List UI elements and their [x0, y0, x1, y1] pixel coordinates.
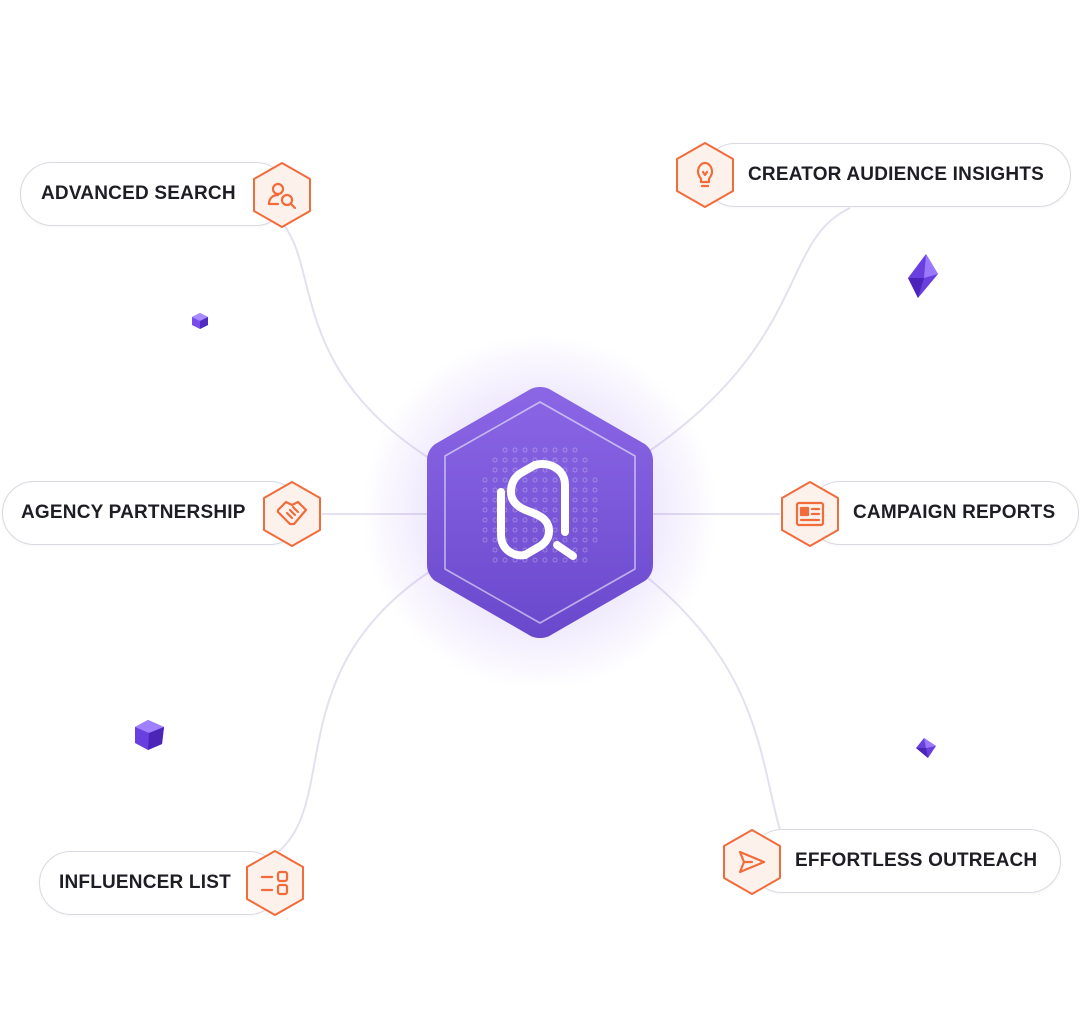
user-search-icon [250, 160, 314, 230]
connector-effortless-outreach [647, 577, 781, 831]
feature-advanced-search[interactable]: ADVANCED SEARCH [20, 162, 288, 226]
list-icon [243, 848, 307, 918]
feature-agency-partnership[interactable]: AGENCY PARTNERSHIP [2, 481, 302, 545]
cube-gem-small [192, 313, 208, 329]
crystal-gem-top-right [908, 254, 938, 298]
send-icon [720, 827, 784, 897]
feature-label: INFLUENCER LIST [59, 872, 231, 893]
feature-label: CAMPAIGN REPORTS [853, 502, 1056, 523]
feature-campaign-reports[interactable]: CAMPAIGN REPORTS [808, 481, 1079, 545]
lightbulb-icon [673, 140, 737, 210]
feature-label: AGENCY PARTNERSHIP [21, 502, 246, 523]
brand-logo-icon [497, 460, 577, 560]
crystal-gem-bottom-right [916, 738, 936, 758]
feature-creator-audience-insights[interactable]: CREATOR AUDIENCE INSIGHTS [703, 143, 1071, 207]
feature-influencer-list[interactable]: INFLUENCER LIST [39, 851, 281, 915]
connector-advanced-search [282, 223, 433, 461]
report-icon [778, 479, 842, 549]
center-hexagon [427, 387, 653, 638]
feature-effortless-outreach[interactable]: EFFORTLESS OUTREACH [750, 829, 1061, 893]
feature-label: EFFORTLESS OUTREACH [795, 850, 1038, 871]
handshake-icon [260, 479, 324, 549]
feature-label: CREATOR AUDIENCE INSIGHTS [748, 164, 1045, 185]
connector-creator-insights [647, 207, 851, 453]
feature-label: ADVANCED SEARCH [41, 183, 236, 204]
connector-influencer-list [277, 569, 433, 853]
cube-gem-left [135, 720, 164, 750]
